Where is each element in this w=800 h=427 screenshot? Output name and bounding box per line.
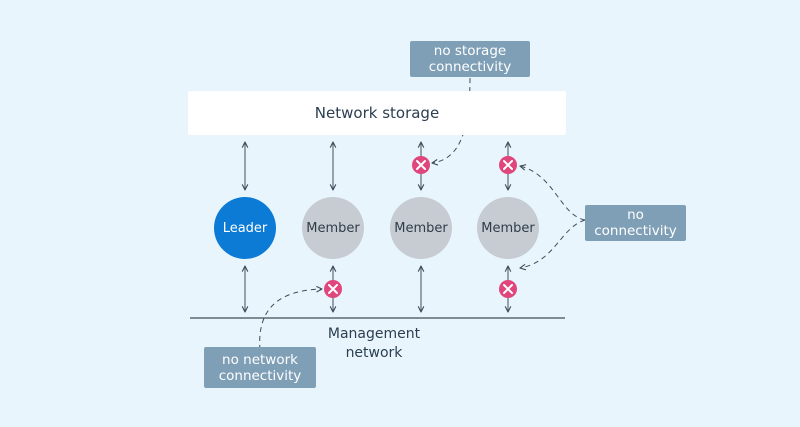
fail-marker-network-member-3 [499, 280, 517, 298]
member-node-3: Member [477, 197, 539, 259]
no-connectivity-connector-top [520, 166, 586, 221]
leader-label: Leader [222, 220, 268, 236]
no-storage-callout-line2: connectivity [428, 59, 512, 75]
management-network-label: Management network [300, 325, 448, 363]
member-label-1: Member [306, 220, 360, 236]
management-network-line2: network [345, 345, 403, 361]
no-connectivity-callout-line2: connectivity [594, 223, 677, 239]
no-network-callout-line1: no network [222, 351, 298, 368]
no-network-connectivity-callout: no network connectivity [204, 347, 316, 388]
no-connectivity-callout: no connectivity [585, 205, 686, 241]
no-network-callout-line2: connectivity [218, 367, 302, 384]
network-storage-box: Network storage [188, 91, 566, 135]
member-label-2: Member [394, 220, 448, 236]
member-node-2: Member [390, 197, 452, 259]
fail-marker-storage-member-3 [499, 156, 517, 174]
member-label-3: Member [481, 220, 535, 236]
no-connectivity-callout-line1: no [627, 207, 644, 223]
no-connectivity-connector-bottom [520, 219, 586, 268]
leader-node: Leader [214, 197, 276, 259]
no-network-connector [259, 289, 322, 351]
no-storage-connectivity-callout: no storage connectivity [410, 41, 530, 77]
fail-marker-network-member-1 [324, 280, 342, 298]
fail-marker-storage-member-2 [412, 156, 430, 174]
no-storage-callout-line1: no storage [433, 43, 507, 59]
network-storage-label: Network storage [314, 104, 440, 122]
management-network-line1: Management [327, 326, 421, 342]
member-node-1: Member [302, 197, 364, 259]
